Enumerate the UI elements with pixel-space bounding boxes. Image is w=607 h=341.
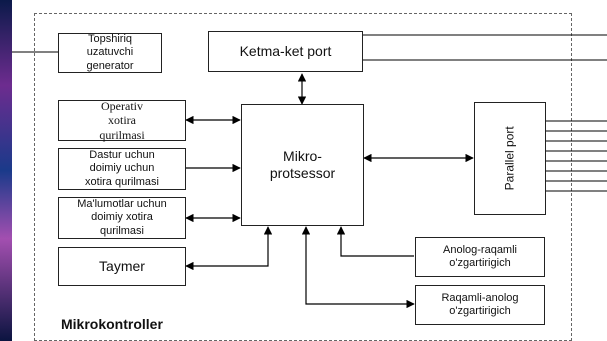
adc-cpu-arrow xyxy=(336,226,414,257)
container-label: Mikrokontroller xyxy=(61,316,163,332)
task-generator-block: Topshiriq uzatuvchi generator xyxy=(58,33,162,73)
parallel-port-block: Parallel port xyxy=(474,102,546,215)
data-rom-block: Ma'lumotlar uchun doimiy xotira qurilmas… xyxy=(58,197,186,239)
parallel-port-label: Parallel port xyxy=(502,126,517,191)
timer-cpu-arrow xyxy=(185,226,273,271)
program-rom-block: Dastur uchun doimiy uchun xotira qurilma… xyxy=(58,148,186,190)
adc-block: Anolog-raqamli o'zgartirigich xyxy=(415,237,545,277)
cpu-block: Mikro- protsessor xyxy=(241,104,364,226)
timer-block: Taymer xyxy=(58,247,186,286)
serial-port-block: Ketma-ket port xyxy=(208,31,363,72)
dac-block: Raqamli-anolog o'zgartirigich xyxy=(415,285,545,325)
cpu-dac-arrow xyxy=(301,226,415,309)
decorative-image-strip xyxy=(0,0,12,341)
ram-block: Operativ xotira qurilmasi xyxy=(58,99,186,142)
